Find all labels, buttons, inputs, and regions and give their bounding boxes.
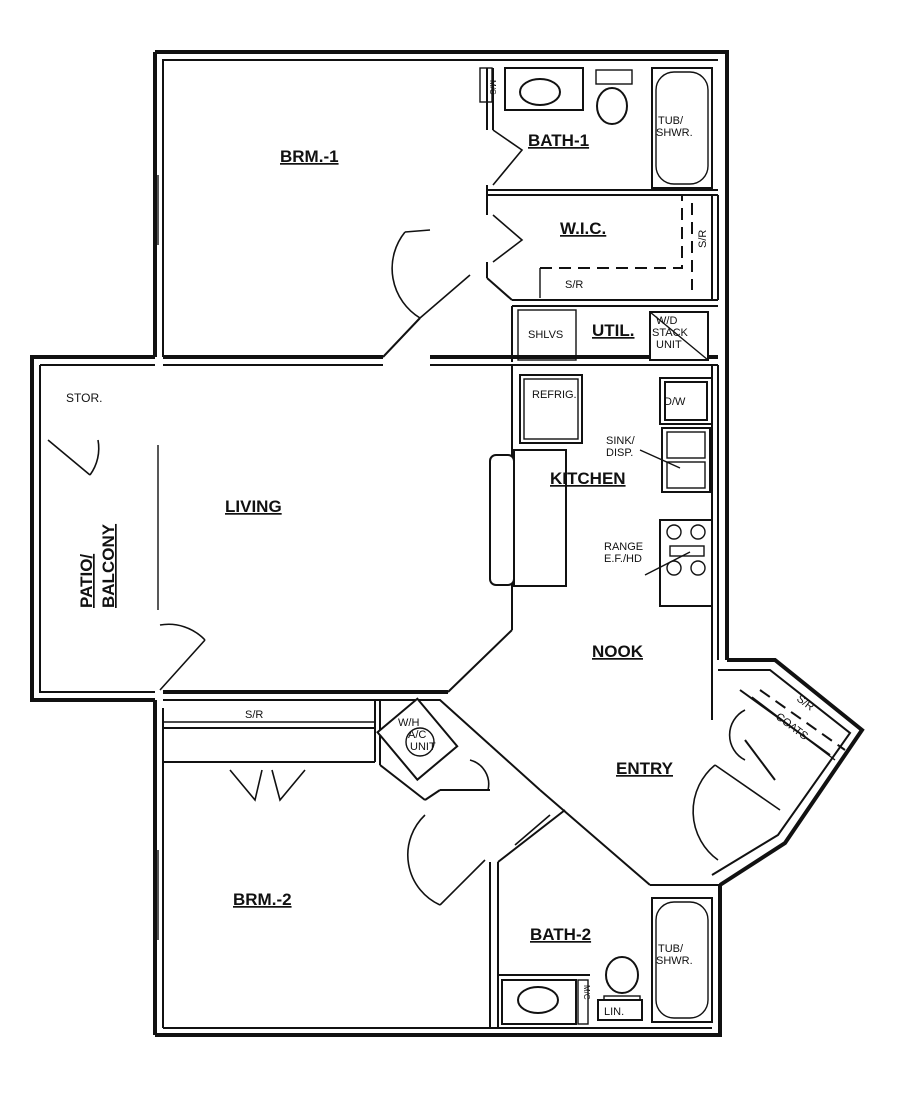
label-wd-line3: UNIT (656, 339, 682, 351)
door-swings (47, 129, 781, 906)
label-dw: D/W (664, 396, 686, 408)
label-brm2-sr: S/R (245, 709, 263, 721)
label-tub2-line1: TUB/ (658, 943, 684, 955)
bath2-fixtures (501, 897, 713, 1025)
label-coats: COATS (773, 711, 810, 743)
coats-shelving (751, 689, 846, 761)
label-range-line1: RANGE (604, 541, 643, 553)
label-wh-line1: W/H (398, 717, 419, 729)
room-label-bath1: BATH-1 (528, 131, 589, 150)
room-labels: BRM.-1 BATH-1 W.I.C. UTIL. LIVING KITCHE… (66, 131, 674, 944)
room-label-util: UTIL. (592, 321, 635, 340)
label-tub2-line2: SHWR. (656, 955, 693, 967)
label-mc1: M/C (488, 80, 497, 95)
exterior-walls (30, 50, 865, 1037)
room-label-stor: STOR. (66, 391, 102, 405)
label-mc2: M/C (582, 985, 591, 1000)
kitchen-fixtures (489, 374, 713, 607)
label-refrig: REFRIG. (532, 389, 577, 401)
label-tub1-line2: SHWR. (656, 127, 693, 139)
room-label-brm1: BRM.-1 (280, 147, 339, 166)
room-label-patio: PATIO/ (77, 554, 96, 608)
label-wd-line1: W/D (656, 315, 677, 327)
label-range-line2: E.F./HD (604, 553, 642, 565)
label-wic-sr-side: S/R (697, 230, 709, 248)
room-label-bath2: BATH-2 (530, 925, 591, 944)
label-wd-line2: STACK (652, 327, 689, 339)
wh-unit (376, 697, 459, 782)
label-sink-line1: SINK/ (606, 435, 636, 447)
label-wh-line3: UNIT (410, 741, 436, 753)
room-label-nook: NOOK (592, 642, 644, 661)
util-fixtures (517, 309, 709, 361)
label-lin: LIN. (604, 1006, 624, 1018)
interior-walls (163, 68, 831, 1028)
room-label-entry: ENTRY (616, 759, 674, 778)
room-label-balcony: BALCONY (99, 523, 118, 608)
room-label-brm2: BRM.-2 (233, 890, 292, 909)
label-tub1-line1: TUB/ (658, 115, 684, 127)
room-label-living: LIVING (225, 497, 282, 516)
room-label-kitchen: KITCHEN (550, 469, 626, 488)
bath1-fixtures (479, 67, 713, 189)
label-shlvs: SHLVS (528, 329, 563, 341)
room-label-wic: W.I.C. (560, 219, 606, 238)
label-wh-line2: A/C (408, 729, 426, 741)
wic-shelving (539, 195, 693, 298)
label-coats-sr: S/R (794, 693, 816, 714)
label-wic-sr: S/R (565, 279, 583, 291)
label-sink-line2: DISP. (606, 447, 633, 459)
